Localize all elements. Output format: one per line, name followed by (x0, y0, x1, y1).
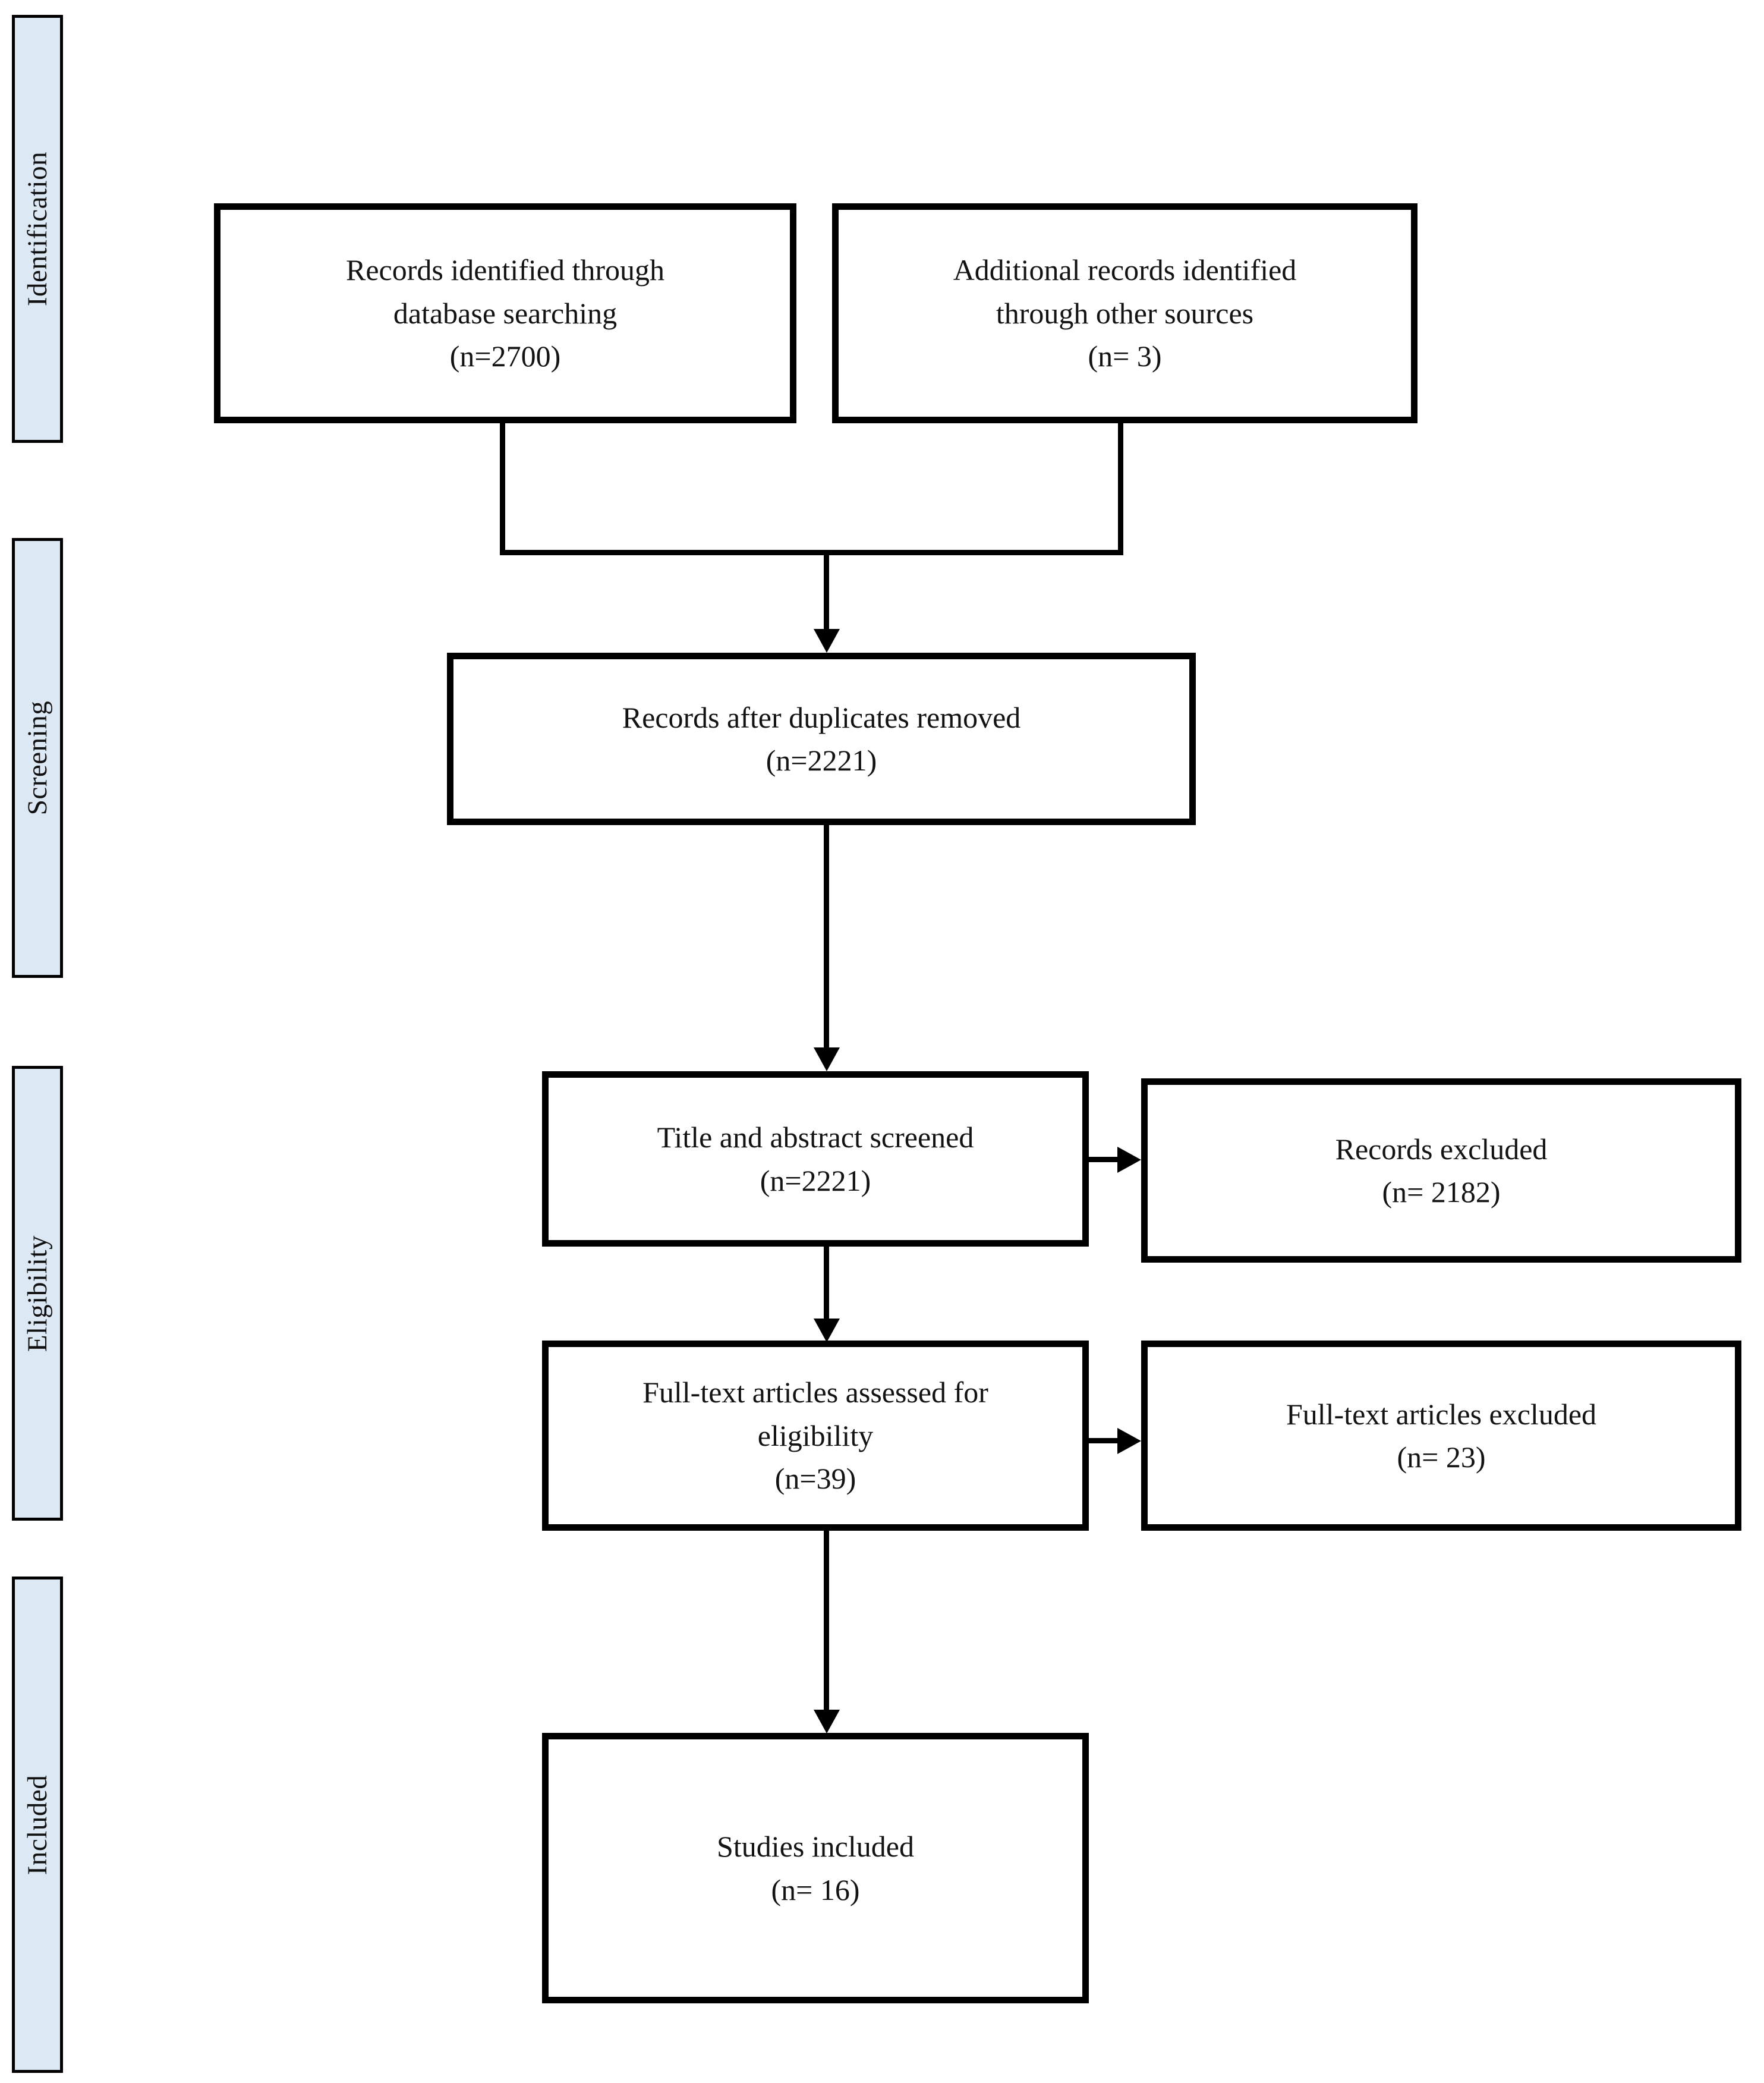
box-title-abstract-screened-count: (n=2221) (760, 1163, 871, 1197)
connector-fulltext-to-excluded (1089, 1438, 1126, 1443)
box-other-sources: Additional records identified through ot… (832, 203, 1418, 423)
box-database-search-count: (n=2700) (449, 339, 561, 373)
box-studies-included: Studies included (n= 16) (542, 1733, 1089, 2003)
connector-screened-to-fulltext (824, 1247, 829, 1321)
box-duplicates-removed-line1: Records after duplicates removed (622, 700, 1021, 734)
box-other-sources-line2: through other sources (996, 296, 1254, 330)
box-database-search: Records identified through database sear… (214, 203, 796, 423)
box-other-sources-line1: Additional records identified (953, 253, 1297, 287)
stage-label-screening: Screening (22, 700, 53, 816)
box-fulltext-excluded-count: (n= 23) (1397, 1440, 1486, 1474)
box-records-excluded: Records excluded (n= 2182) (1141, 1078, 1741, 1263)
box-title-abstract-screened-line1: Title and abstract screened (657, 1121, 974, 1154)
box-fulltext-assessed-line2: eligibility (757, 1418, 874, 1452)
arrowhead-to-studies-included (814, 1710, 840, 1733)
box-studies-included-count: (n= 16) (771, 1873, 860, 1906)
stage-label-included: Included (22, 1774, 53, 1875)
box-fulltext-assessed-line1: Full-text articles assessed for (642, 1376, 988, 1409)
arrowhead-to-fulltext-excluded (1117, 1428, 1141, 1454)
box-database-search-line1: Records identified through (346, 253, 664, 287)
box-fulltext-excluded-line1: Full-text articles excluded (1286, 1397, 1597, 1431)
connector-screened-to-excluded (1089, 1157, 1126, 1162)
connector-db-search-down (500, 423, 505, 555)
connector-merge-horizontal (500, 550, 1123, 555)
stage-box-included: Included (12, 1577, 63, 2073)
stage-box-identification: Identification (12, 15, 63, 443)
connector-merge-down (824, 550, 829, 630)
box-title-abstract-screened: Title and abstract screened (n=2221) (542, 1071, 1089, 1247)
box-other-sources-count: (n= 3) (1088, 339, 1162, 373)
stage-box-eligibility: Eligibility (12, 1066, 63, 1521)
arrowhead-to-fulltext-assessed (814, 1319, 840, 1342)
box-studies-included-line1: Studies included (717, 1830, 914, 1863)
box-duplicates-removed: Records after duplicates removed (n=2221… (447, 653, 1196, 825)
box-database-search-line2: database searching (393, 296, 618, 330)
stage-label-identification: Identification (22, 151, 53, 307)
stage-box-screening: Screening (12, 538, 63, 978)
arrowhead-to-records-excluded (1117, 1147, 1141, 1173)
box-duplicates-removed-count: (n=2221) (766, 744, 877, 777)
box-fulltext-assessed-count: (n=39) (774, 1462, 856, 1496)
box-records-excluded-line1: Records excluded (1335, 1132, 1548, 1166)
box-fulltext-assessed: Full-text articles assessed for eligibil… (542, 1341, 1089, 1531)
connector-duplicates-to-screened (824, 825, 829, 1048)
box-records-excluded-count: (n= 2182) (1382, 1175, 1501, 1209)
connector-fulltext-to-included (824, 1531, 829, 1712)
connector-other-sources-down (1118, 423, 1123, 555)
box-fulltext-excluded: Full-text articles excluded (n= 23) (1141, 1341, 1741, 1531)
arrowhead-to-title-abstract-screened (814, 1047, 840, 1071)
arrowhead-to-duplicates-removed (814, 629, 840, 653)
stage-label-eligibility: Eligibility (22, 1235, 53, 1352)
